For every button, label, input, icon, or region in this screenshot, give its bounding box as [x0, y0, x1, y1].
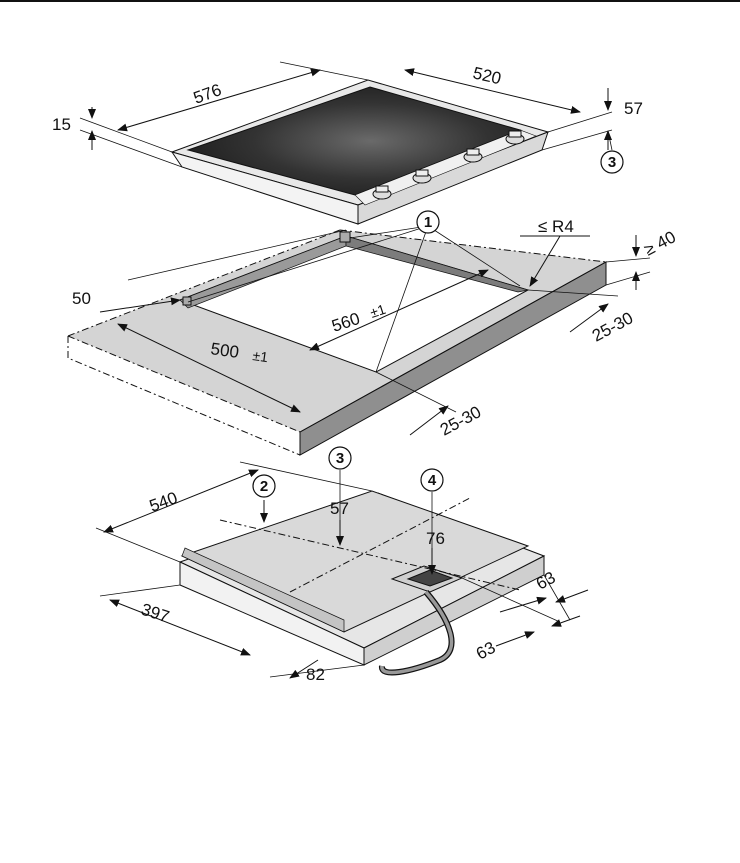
dim-500: 500	[209, 339, 240, 362]
dim-82: 82	[306, 665, 325, 684]
dim-520: 520	[471, 63, 503, 88]
unit-dimension-lines	[95, 461, 589, 679]
dim-57-bottom: 57	[330, 499, 349, 518]
knob-icon	[412, 169, 432, 184]
hob-unit-underside	[178, 490, 546, 676]
svg-text:3: 3	[608, 154, 616, 171]
dim-25-30-front: 25-30	[437, 402, 484, 439]
dim-576: 576	[191, 80, 224, 108]
dim-560-tolerance: ±1	[368, 301, 388, 321]
knob-icon	[463, 148, 483, 163]
callout-3-top: 3	[600, 150, 624, 174]
dim-540: 540	[147, 488, 180, 516]
callout-markers: 3 1 3 2 4	[252, 150, 624, 498]
svg-text:2: 2	[260, 478, 268, 495]
hob-dimension-lines	[79, 61, 613, 168]
dim-63-lower: 63	[473, 638, 499, 664]
dim-15: 15	[52, 115, 71, 134]
callout-1: 1	[416, 210, 440, 234]
dim-25-30-right: 25-30	[589, 308, 636, 345]
dim-57-top: 57	[624, 99, 643, 118]
dim-r4: ≤ R4	[538, 217, 574, 236]
knob-icon	[372, 185, 392, 200]
header-rule	[0, 0, 740, 2]
dim-40: ≥ 40	[641, 227, 679, 259]
dim-76: 76	[426, 529, 445, 548]
svg-text:4: 4	[428, 472, 437, 489]
knob-icon	[505, 130, 525, 145]
dim-50: 50	[72, 289, 91, 308]
cutout-dimension-lines	[99, 225, 651, 436]
dim-500-tolerance: ±1	[252, 347, 270, 365]
callout-3-bottom: 3	[328, 446, 352, 470]
callout-4: 4	[420, 468, 444, 492]
control-knobs	[372, 130, 525, 200]
hob	[170, 79, 550, 225]
dimension-labels: 576 520 15 57 ≤ R4 ≥ 40 50 560 ±1 500 ±1…	[52, 63, 679, 684]
callout-2: 2	[252, 474, 276, 498]
dim-397: 397	[139, 600, 172, 627]
svg-text:3: 3	[336, 450, 344, 467]
countertop	[67, 229, 607, 456]
svg-text:1: 1	[424, 214, 432, 231]
